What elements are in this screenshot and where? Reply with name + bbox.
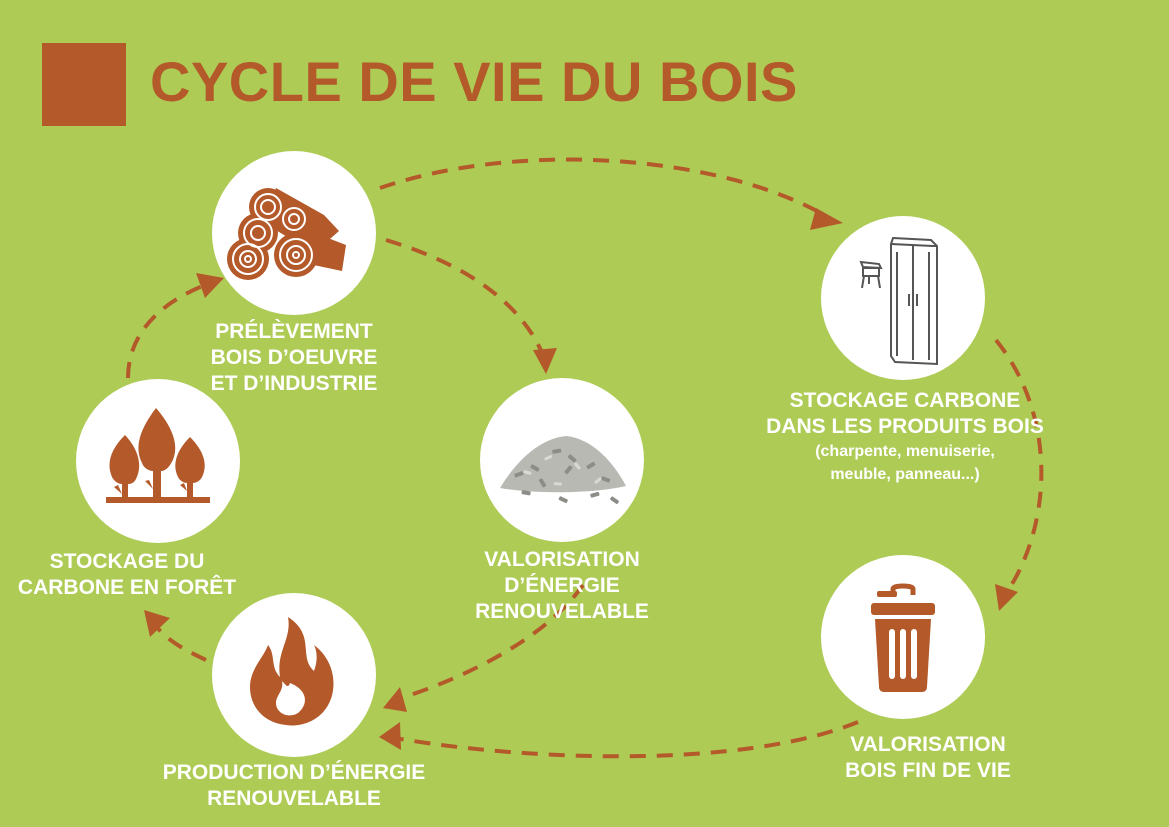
arrowhead-prelevement [196, 273, 224, 298]
arrowhead-wardrobe [810, 208, 843, 230]
label-line: STOCKAGE CARBONE [789, 389, 1021, 412]
label-line: RENOUVELABLE [475, 600, 649, 623]
arrow-pellets-to-production [394, 583, 585, 702]
arrowhead-production-bottom [379, 722, 401, 750]
arrowhead-pellets [533, 348, 557, 374]
wardrobe-icon [859, 236, 938, 366]
label-line: CARBONE EN FORÊT [17, 576, 237, 599]
trash-bin-icon [871, 583, 935, 692]
label-stockage-produits: STOCKAGE CARBONE DANS LES PRODUITS BOIS … [760, 388, 1050, 486]
page-title: CYCLE DE VIE DU BOIS [150, 50, 798, 113]
wood-pellets-icon [500, 436, 626, 505]
flame-icon [250, 617, 334, 726]
label-line: ET D’INDUSTRIE [210, 372, 378, 395]
arrow-trash-to-production [394, 720, 859, 759]
label-line: VALORISATION [850, 733, 1006, 756]
label-line: BOIS D’OEUVRE [210, 346, 378, 369]
label-line: PRÉLÈVEMENT [215, 320, 373, 343]
logs-icon [227, 188, 346, 280]
arrow-top-to-wardrobe [379, 157, 827, 218]
arrowhead-foret [144, 610, 170, 637]
label-line: DANS LES PRODUITS BOIS [766, 415, 1044, 438]
arrowhead-production-right [383, 687, 407, 712]
label-line: PRODUCTION D’ÉNERGIE [162, 761, 426, 784]
arrow-production-to-foret [151, 620, 207, 662]
label-line: D’ÉNERGIE [504, 574, 620, 597]
label-production: PRODUCTION D’ÉNERGIE RENOUVELABLE [134, 760, 454, 812]
arrow-wardrobe-to-trash [994, 338, 1044, 597]
label-line: BOIS FIN DE VIE [845, 759, 1011, 782]
label-subline: meuble, panneau...) [830, 466, 980, 483]
trees-icon [106, 408, 210, 503]
arrow-foret-to-prelevement [126, 281, 211, 379]
label-line: RENOUVELABLE [207, 787, 381, 810]
label-fin-de-vie: VALORISATION BOIS FIN DE VIE [813, 732, 1043, 784]
label-valorisation-energie: VALORISATION D’ÉNERGIE RENOUVELABLE [442, 547, 682, 625]
label-subline: (charpente, menuiserie, [815, 443, 995, 460]
arrow-prelevement-to-pellets [385, 238, 545, 356]
label-stockage-foret: STOCKAGE DU CARBONE EN FORÊT [0, 549, 254, 601]
arrowhead-trash [995, 584, 1018, 611]
label-line: STOCKAGE DU [49, 550, 205, 573]
title-square [42, 43, 126, 126]
label-prelevement: PRÉLÈVEMENT BOIS D’OEUVRE ET D’INDUSTRIE [194, 319, 394, 397]
label-line: VALORISATION [484, 548, 640, 571]
